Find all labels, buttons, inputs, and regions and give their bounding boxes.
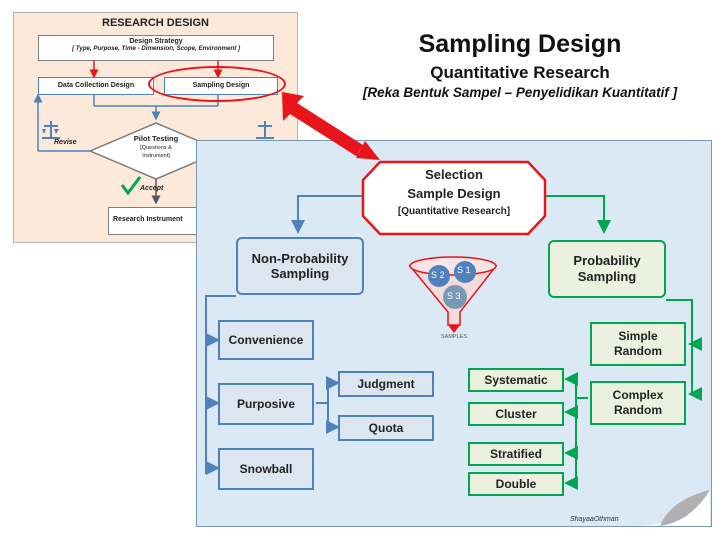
design-strategy-title: Design Strategy [129,38,183,45]
page-subtitle: Quantitative Research [430,63,610,82]
check-icon [120,176,142,196]
page-title: Sampling Design [418,30,622,58]
snowball-box: Snowball [218,448,314,490]
non-probability-line2: Sampling [270,266,330,281]
pilot-testing-sub2: Instrument] [142,153,170,159]
design-strategy-sub: [ Type, Purpose, Time - Dimension, Scope… [71,45,241,52]
pilot-testing-title: Pilot Testing [133,134,179,143]
research-design-connectors [33,61,274,205]
simple-random-line1: Simple [618,329,658,343]
simple-random-box: Simple Random [590,322,686,366]
quota-box: Quota [338,415,434,441]
page-curl [630,460,710,526]
non-probability-box: Non-Probability Sampling [236,237,364,295]
systematic-box: Systematic [468,368,564,392]
cluster-box: Cluster [468,402,564,426]
convenience-box: Convenience [218,320,314,360]
selection-title-line1: Selection [425,167,483,182]
double-arrow-icon [282,92,380,160]
funnel-s3: S 3 [447,291,461,301]
complex-random-line1: Complex [612,388,664,402]
funnel-icon [408,256,498,333]
accept-label: Accept [140,185,164,192]
revise-label: Revise [54,139,77,146]
page-translation: [Reka Bentuk Sampel – Penyelidikan Kuant… [362,85,678,100]
scale-icon-left [42,121,60,139]
funnel-label: SAMPLES [441,334,467,340]
non-probability-line1: Non-Probability [251,251,349,266]
credit-label: ShayaaOthman [570,516,619,523]
complex-random-box: Complex Random [590,381,686,425]
probability-box: Probability Sampling [548,240,666,298]
funnel-s2: S 2 [431,270,445,280]
double-box: Double [468,472,564,496]
research-design-panel: RESEARCH DESIGN Design Strategy [ Type, … [13,12,298,243]
data-collection-design-box: Data Collection Design [38,77,154,95]
design-strategy-box: Design Strategy [ Type, Purpose, Time - … [38,35,274,61]
selection-title-line2: Sample Design [407,186,501,201]
scale-icon-right [256,121,274,139]
stratified-box: Stratified [468,442,564,466]
research-design-title: RESEARCH DESIGN [102,17,209,29]
sampling-design-highlight [148,66,286,102]
pilot-testing-sub1: [Questions & [140,145,172,151]
probability-line1: Probability [573,252,641,268]
probability-line2: Sampling [577,269,637,284]
judgment-box: Judgment [338,371,434,397]
purposive-box: Purposive [218,383,314,425]
simple-random-line2: Random [614,344,662,358]
selection-title-line3: [Quantitative Research] [397,206,511,217]
selection-octagon [361,160,547,236]
funnel-s1: S 1 [457,265,471,275]
complex-random-line2: Random [614,403,662,417]
